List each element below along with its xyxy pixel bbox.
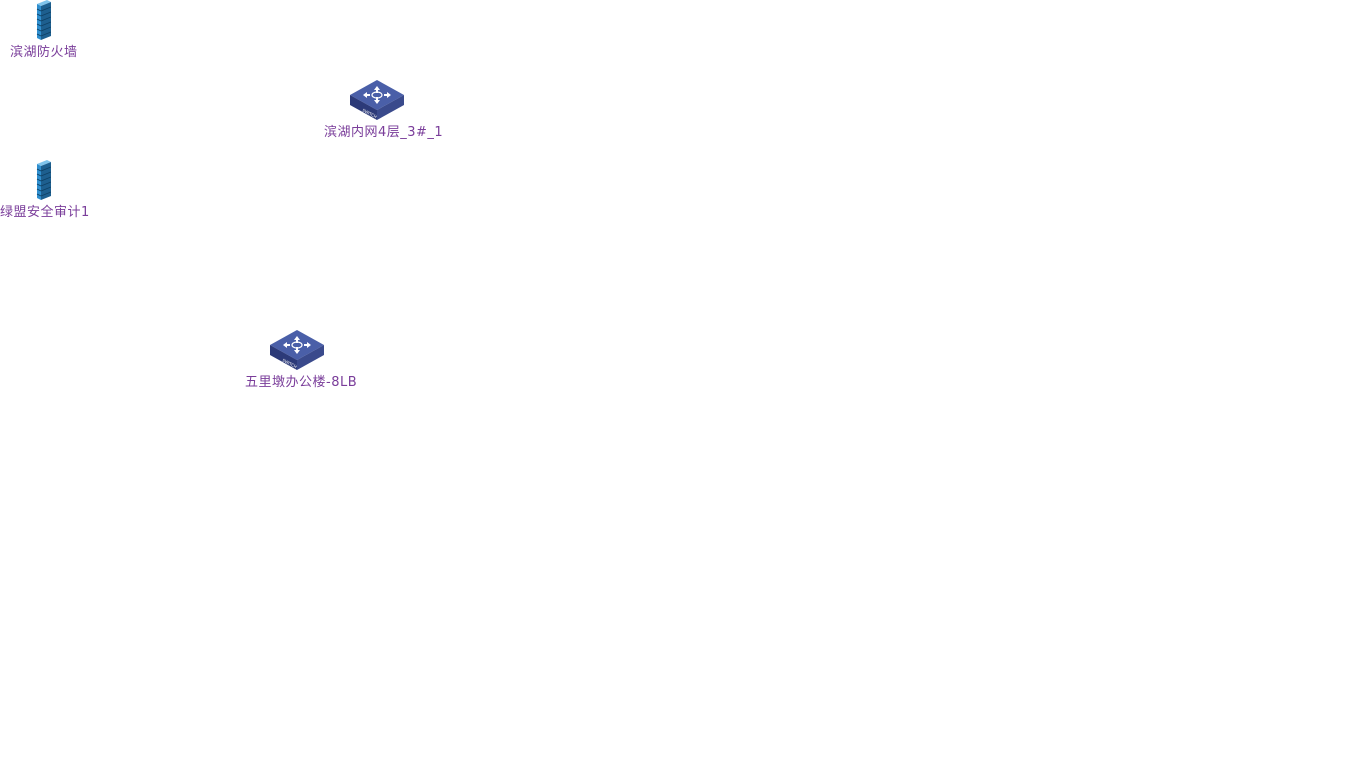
firewall-icon — [36, 0, 51, 40]
switch-icon: SWITCH — [350, 80, 404, 120]
node-binhu-core-switch[interactable]: SWITCH 滨湖内网4层_3#_1 — [320, 78, 460, 144]
node-label: 绿盟安全审计1 — [0, 205, 90, 220]
node-binhu-firewall[interactable]: 滨湖防火墙 — [0, 0, 100, 64]
node-label: 五里墩办公楼-8LB — [245, 375, 358, 390]
firewall-icon — [36, 160, 51, 200]
node-label: 滨湖防火墙 — [10, 45, 78, 60]
svg-text:SWITCH: SWITCH — [282, 357, 298, 369]
node-nsfocus-audit[interactable]: 绿盟安全审计1 — [0, 160, 100, 224]
svg-text:SWITCH: SWITCH — [362, 107, 378, 119]
node-wulidun-switch[interactable]: SWITCH 五里墩办公楼-8LB — [240, 328, 380, 394]
switch-icon: SWITCH — [270, 330, 324, 370]
node-label: 滨湖内网4层_3#_1 — [324, 125, 444, 140]
